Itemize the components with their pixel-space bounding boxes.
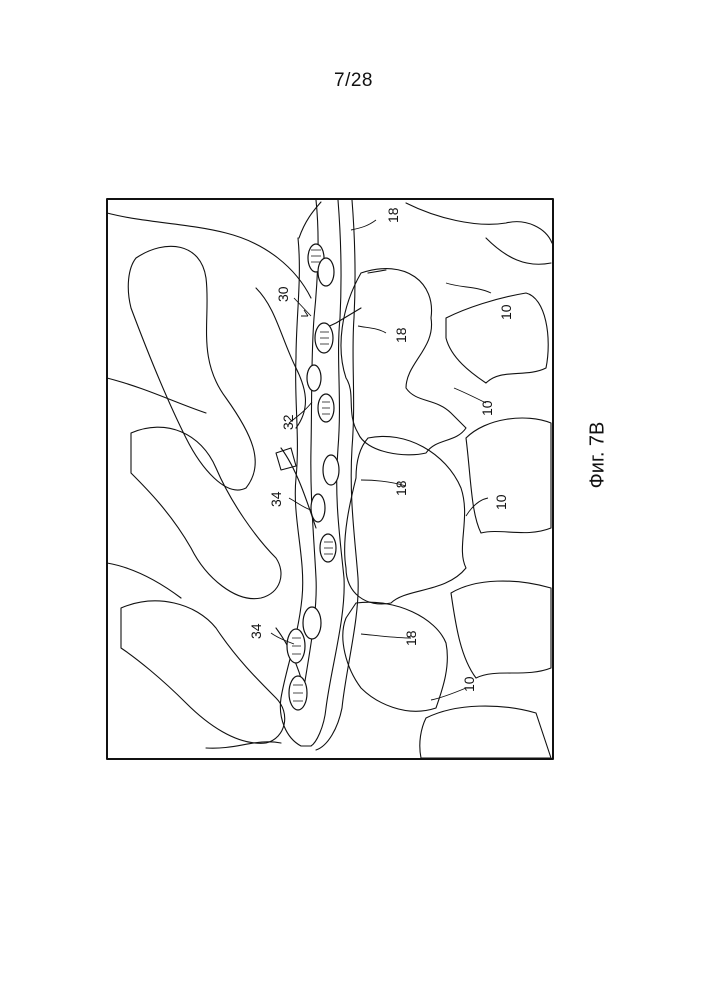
callout-label: 18 <box>385 207 401 223</box>
spine-plate-drawing: 18 10 30 18 32 10 34 18 10 34 18 10 <box>106 198 554 760</box>
rod <box>276 448 296 470</box>
lamina <box>107 563 181 598</box>
screw-hole <box>311 494 325 522</box>
callout-label: 10 <box>479 400 495 416</box>
vertebra-outline <box>343 602 448 711</box>
lamina <box>107 378 206 413</box>
callout-label: 18 <box>403 630 419 646</box>
callout-label: 34 <box>268 491 284 507</box>
disc-outline <box>486 238 551 264</box>
spinous-process <box>128 246 255 490</box>
callout-label: 10 <box>461 676 477 692</box>
page-number: 7/28 <box>0 70 707 92</box>
vertebra-outline <box>466 418 551 533</box>
screw-hole <box>303 607 321 639</box>
spinous-process <box>121 601 285 743</box>
patent-figure: 18 10 30 18 32 10 34 18 10 34 18 10 <box>106 198 554 760</box>
vertebra-outline <box>420 706 551 758</box>
callout-label: 30 <box>275 286 291 302</box>
lamina <box>206 742 281 748</box>
callout-label: 18 <box>393 327 409 343</box>
callout-label: 18 <box>393 480 409 496</box>
lamina <box>107 213 311 298</box>
callout-label: 32 <box>280 414 296 430</box>
callout-label: 10 <box>498 304 514 320</box>
screw-holes <box>287 244 339 710</box>
screw-hole <box>323 455 339 485</box>
figure-caption: Фиг. 7В <box>587 422 610 489</box>
callout-label: 34 <box>248 623 264 639</box>
vertebra-outline <box>345 436 466 604</box>
screw-hole <box>307 365 321 391</box>
disc-outline <box>406 203 552 243</box>
spinous-process <box>131 427 281 598</box>
vertebra-outline <box>341 269 466 455</box>
callout-label: 10 <box>493 494 509 510</box>
vertebra-outline <box>451 581 551 678</box>
